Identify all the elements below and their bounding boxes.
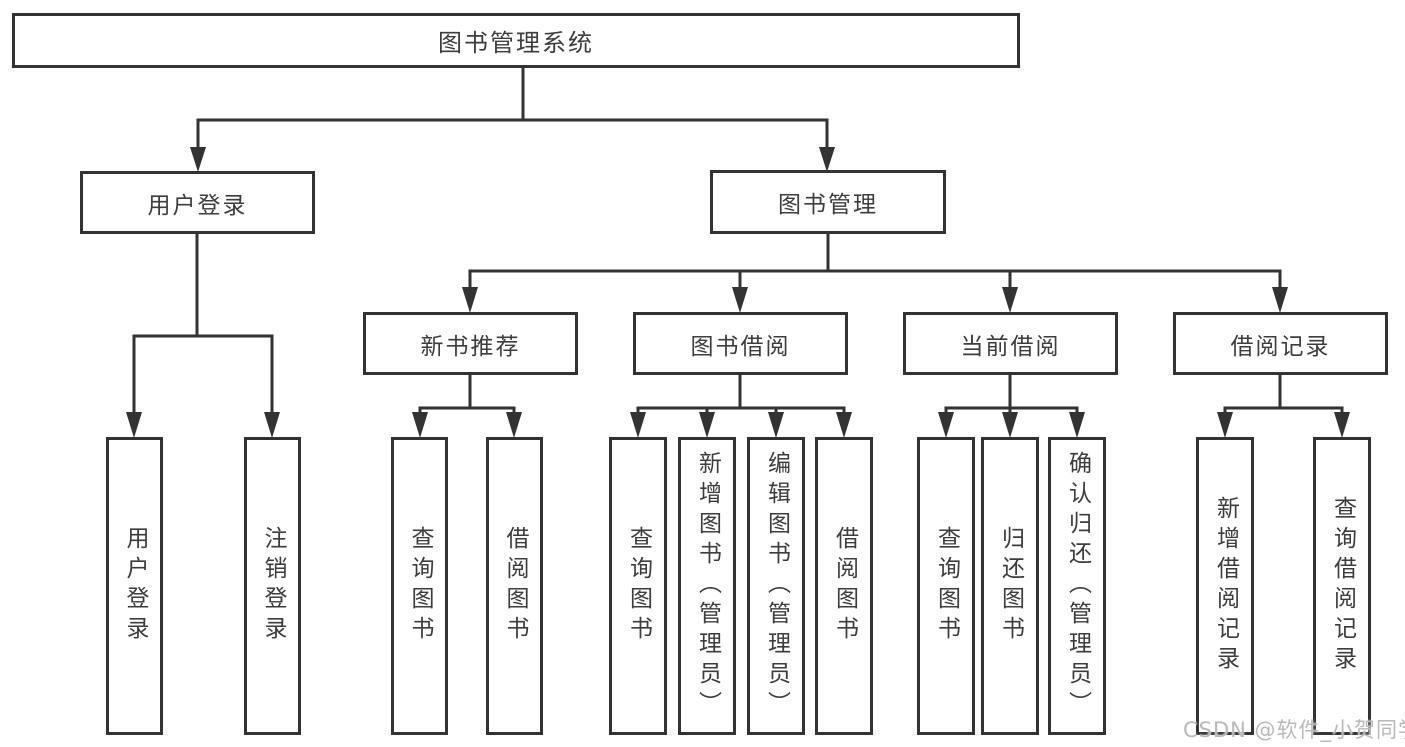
- node-book-management: 图书管理: [710, 170, 946, 234]
- node-user-login: 用户登录: [80, 171, 315, 234]
- node-label: 注销登录: [260, 526, 286, 646]
- node-new-book-recommend: 新书推荐: [363, 312, 578, 375]
- node-label: 图书借阅: [690, 333, 791, 360]
- leaf-query-borrow-record: 查询借阅记录: [1313, 437, 1371, 735]
- node-label: 查询图书: [407, 526, 433, 646]
- leaf-query-books-current: 查询图书: [917, 437, 975, 735]
- node-label: 查询图书: [933, 526, 960, 646]
- leaf-add-borrow-record: 新增借阅记录: [1196, 437, 1254, 735]
- node-current-borrowing: 当前借阅: [903, 312, 1118, 375]
- leaf-edit-book-admin: 编辑图书（管理员）: [747, 437, 805, 735]
- node-book-borrowing: 图书借阅: [633, 312, 848, 375]
- node-label: 借阅图书: [831, 526, 858, 646]
- watermark: CSDN @软件_小贺同学: [1183, 718, 1405, 742]
- leaf-user-login: 用户登录: [106, 437, 163, 735]
- node-label: 查询借阅记录: [1329, 496, 1356, 676]
- leaf-borrow-books-recommend: 借阅图书: [486, 437, 543, 735]
- node-label: 借阅图书: [502, 526, 528, 646]
- node-label: 当前借阅: [960, 333, 1061, 360]
- node-borrowing-records: 借阅记录: [1173, 312, 1388, 375]
- leaf-query-books-borrowing: 查询图书: [609, 437, 667, 735]
- leaf-borrow-books-borrowing: 借阅图书: [815, 437, 873, 735]
- node-label: 图书管理: [778, 192, 878, 218]
- node-label: 新书推荐: [420, 333, 521, 360]
- node-label: 图书管理系统: [438, 29, 594, 57]
- node-label: 新增借阅记录: [1212, 496, 1239, 676]
- node-label: 查询图书: [625, 526, 652, 646]
- node-label: 用户登录: [122, 526, 148, 646]
- leaf-return-books: 归还图书: [981, 437, 1039, 735]
- leaf-logout: 注销登录: [244, 437, 301, 735]
- node-label: 用户登录: [147, 192, 248, 219]
- leaf-confirm-return-admin: 确认归还（管理员）: [1048, 437, 1106, 735]
- node-label: 归还图书: [997, 526, 1024, 646]
- node-label: 确认归还（管理员）: [1064, 451, 1091, 721]
- node-label: 新增图书（管理员）: [694, 451, 721, 721]
- leaf-add-book-admin: 新增图书（管理员）: [678, 437, 736, 735]
- node-label: 编辑图书（管理员）: [763, 451, 790, 721]
- leaf-query-books-recommend: 查询图书: [391, 437, 448, 735]
- node-label: 借阅记录: [1230, 333, 1331, 360]
- node-library-system: 图书管理系统: [12, 13, 1020, 68]
